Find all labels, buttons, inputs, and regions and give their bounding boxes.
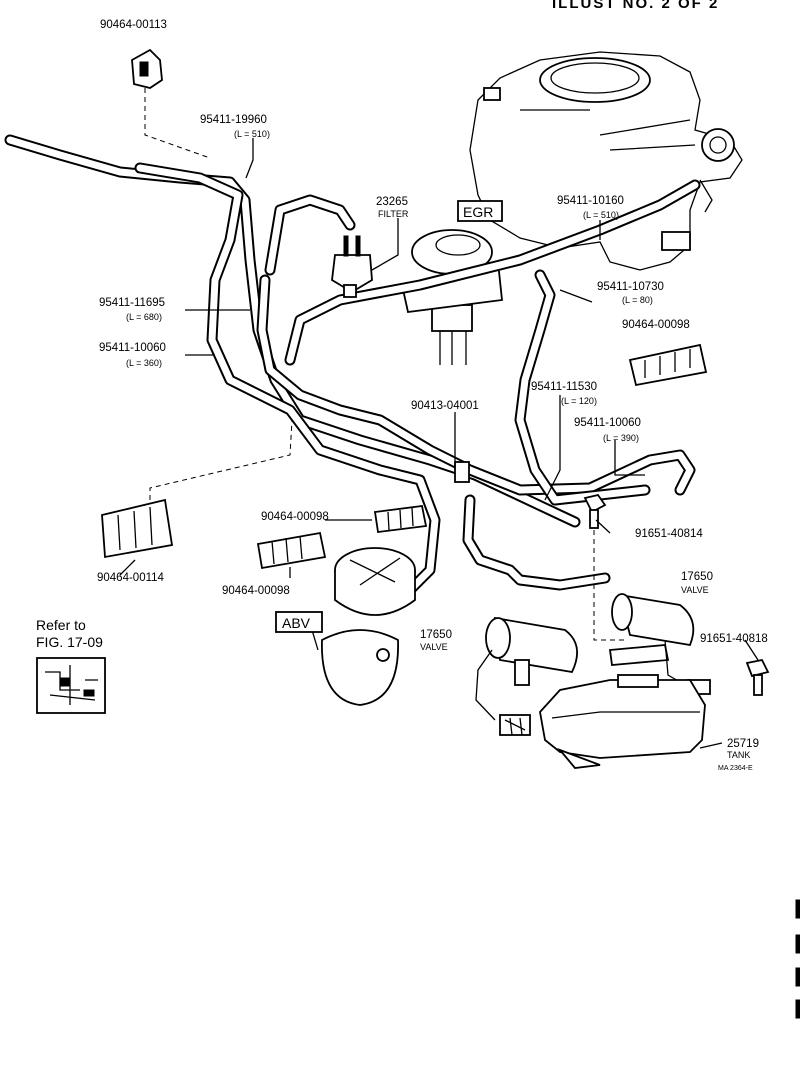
label-95411-11695-length: (L = 680) xyxy=(126,312,162,322)
abv-box xyxy=(275,611,323,633)
hose-clip-00113 xyxy=(131,48,211,159)
label-23265-name: FILTER xyxy=(378,209,409,219)
label-90464-00098-a: 90464-00098 xyxy=(622,319,690,331)
hose-union xyxy=(454,461,470,483)
leader-lines xyxy=(119,138,759,749)
illustration-header: ILLUST NO. 2 OF 2 xyxy=(552,0,719,12)
label-95411-10060-a: 95411-10060 xyxy=(99,342,166,354)
label-17650-right-name: VALVE xyxy=(681,585,709,595)
bolt-40814 xyxy=(583,493,625,641)
label-95411-19960: 95411-19960 xyxy=(200,114,267,126)
abv-valve xyxy=(321,547,416,706)
vacuum-filter xyxy=(331,235,373,298)
label-95411-10160-length: (L = 510) xyxy=(583,210,619,220)
label-17650-left-name: VALVE xyxy=(420,642,448,652)
egr-box xyxy=(457,200,503,222)
part-labels: 90464-00113 95411-19960 (L = 510) 23265 … xyxy=(36,19,768,772)
label-95411-19960-length: (L = 510) xyxy=(234,129,270,139)
label-25719-name: TANK xyxy=(727,750,750,760)
label-17650-right: 17650 xyxy=(681,571,713,583)
label-91651-40814: 91651-40814 xyxy=(635,528,703,540)
label-abv: ABV xyxy=(282,615,311,631)
egr-valve xyxy=(400,229,503,365)
vacuum-tank xyxy=(539,674,706,769)
label-25719: 25719 xyxy=(727,738,759,750)
label-95411-11530-length: (L = 120) xyxy=(561,396,597,406)
hose-clip-00098-lower xyxy=(256,531,327,570)
label-95411-10060-a-length: (L = 360) xyxy=(126,358,162,368)
refer-to-line2: FIG. 17-09 xyxy=(36,634,103,650)
label-91651-40818: 91651-40818 xyxy=(700,633,768,645)
label-95411-10160: 95411-10160 xyxy=(557,195,624,207)
label-egr: EGR xyxy=(463,204,493,220)
hose-clip-00098-right xyxy=(628,343,708,387)
label-90464-00114: 90464-00114 xyxy=(97,572,165,584)
label-90413-04001: 90413-04001 xyxy=(411,400,479,412)
label-95411-11530: 95411-11530 xyxy=(531,381,597,393)
label-90464-00113: 90464-00113 xyxy=(100,19,167,31)
label-17650-left: 17650 xyxy=(420,629,452,641)
label-95411-11695: 95411-11695 xyxy=(99,297,165,309)
label-95411-10730: 95411-10730 xyxy=(597,281,664,293)
label-95411-10060-b: 95411-10060 xyxy=(574,417,641,429)
label-95411-10730-length: (L = 80) xyxy=(622,295,653,305)
reference-inset xyxy=(36,657,106,714)
label-95411-10060-b-length: (L = 390) xyxy=(603,433,639,443)
label-90464-00098-c: 90464-00098 xyxy=(222,585,290,597)
carburetor-outline xyxy=(469,51,743,271)
bolt-40818 xyxy=(745,658,770,696)
valve-17650-left xyxy=(475,616,579,736)
reference-code: MA 2364-E xyxy=(718,765,753,772)
edge-marks xyxy=(795,899,800,1019)
label-23265: 23265 xyxy=(376,196,408,208)
vacuum-hoses xyxy=(4,134,701,596)
refer-to-line1: Refer to xyxy=(36,617,86,633)
label-90464-00098-b: 90464-00098 xyxy=(261,511,329,523)
hose-clip-00098-mid xyxy=(373,505,428,534)
hose-clip-00114 xyxy=(101,419,293,559)
